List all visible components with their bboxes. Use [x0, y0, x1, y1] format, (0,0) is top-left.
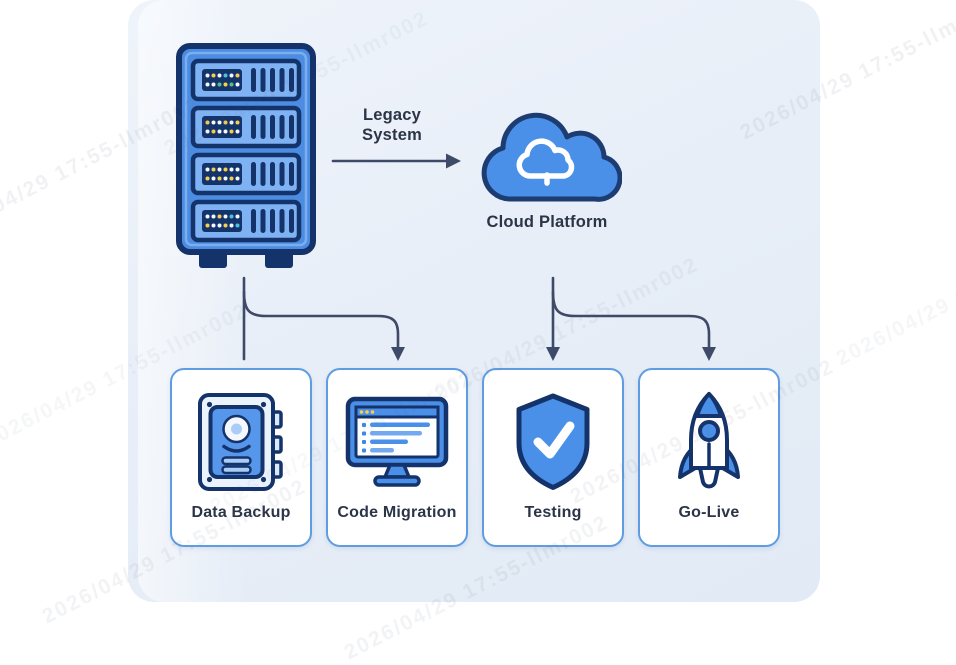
cloud-platform-label: Cloud Platform: [486, 213, 608, 231]
step-card-code-migration: Code Migration: [326, 368, 468, 547]
step-label-data-backup: Data Backup: [191, 504, 291, 521]
monitor-code-icon: [344, 386, 450, 498]
shield-check-icon: [510, 386, 596, 498]
legacy-system-label: Legacy System: [330, 105, 454, 145]
step-card-data-backup: Data Backup: [170, 368, 312, 547]
rocket-icon: [666, 386, 752, 498]
step-label-go-live: Go-Live: [678, 504, 740, 521]
step-card-testing: Testing: [482, 368, 624, 547]
step-label-testing: Testing: [524, 504, 582, 521]
server-rack-icon: [175, 42, 317, 272]
legacy-system-label-line2: System: [362, 126, 422, 144]
step-card-go-live: Go-Live: [638, 368, 780, 547]
step-label-code-migration: Code Migration: [337, 504, 457, 521]
watermark-text: 2026/04/29 17:55-llmr002: [832, 216, 956, 371]
hard-drive-icon: [196, 386, 286, 498]
cloud-icon: [474, 104, 622, 206]
legacy-system-label-line1: Legacy: [362, 106, 422, 124]
